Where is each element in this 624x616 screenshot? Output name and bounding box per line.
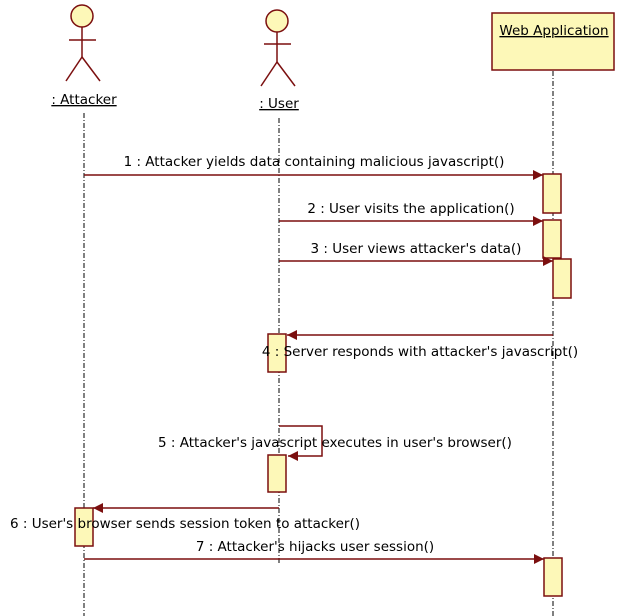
activation-webapp-3 <box>552 258 572 299</box>
message-arrow <box>279 425 323 461</box>
message-6[interactable]: 6 : User's browser sends session token t… <box>10 503 360 532</box>
message-2[interactable]: 2 : User visits the application() <box>279 201 543 226</box>
actor-head-icon <box>265 9 289 33</box>
message-label: 7 : Attacker's hijacks user session() <box>196 539 434 555</box>
message-label: 3 : User views attacker's data() <box>311 241 522 257</box>
message-label: 2 : User visits the application() <box>307 201 514 217</box>
activation-user-1 <box>267 333 287 373</box>
activation-webapp-2 <box>542 219 562 259</box>
object-webapp[interactable]: Web Application <box>491 12 615 71</box>
activation-user-2 <box>267 454 287 493</box>
activation-attacker-1 <box>74 507 94 547</box>
message-label: 1 : Attacker yields data containing mali… <box>124 154 505 170</box>
message-4[interactable]: 4 : Server responds with attacker's java… <box>262 330 578 360</box>
message-1[interactable]: 1 : Attacker yields data containing mali… <box>84 154 543 180</box>
message-3[interactable]: 3 : User views attacker's data() <box>279 241 553 266</box>
message-7[interactable]: 7 : Attacker's hijacks user session() <box>84 539 544 564</box>
actor-head-icon <box>70 4 94 28</box>
actor-attacker[interactable]: : Attacker <box>51 4 117 108</box>
activation-webapp-1 <box>542 173 562 214</box>
message-5[interactable]: 5 : Attacker's javascript executes in us… <box>158 425 512 461</box>
object-webapp-label: Web Application <box>499 23 608 39</box>
message-label: 5 : Attacker's javascript executes in us… <box>158 435 512 451</box>
actor-user[interactable]: : User <box>259 9 299 112</box>
activation-webapp-4 <box>543 557 563 597</box>
actor-attacker-label: : Attacker <box>51 92 117 108</box>
actor-user-label: : User <box>259 96 299 112</box>
message-label: 6 : User's browser sends session token t… <box>10 516 360 532</box>
message-label: 4 : Server responds with attacker's java… <box>262 344 578 360</box>
